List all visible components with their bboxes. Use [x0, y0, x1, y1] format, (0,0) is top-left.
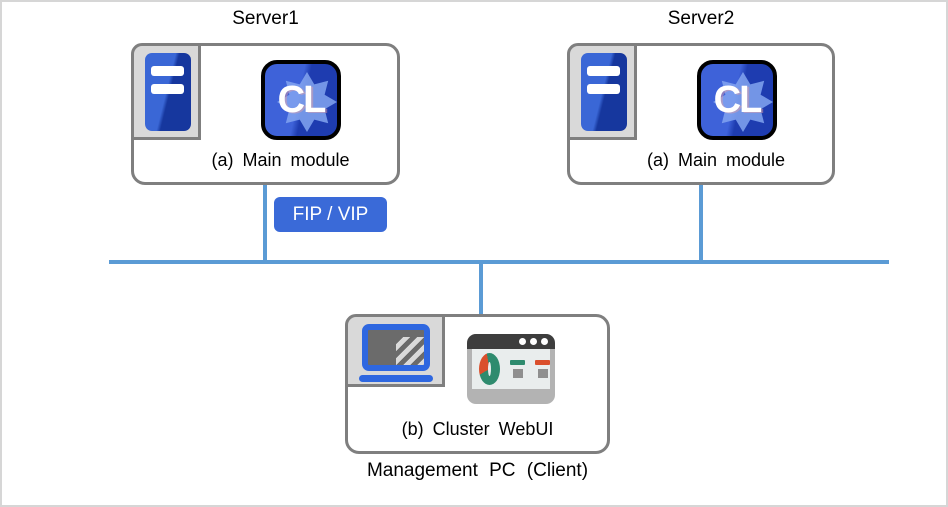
cl-icon-label: CL — [713, 78, 763, 121]
browser-titlebar — [467, 334, 555, 349]
gear-icon — [713, 72, 773, 132]
cl-app-icon: CL — [261, 60, 341, 140]
management-pc-module-label: (b) Cluster WebUI — [401, 419, 554, 439]
server1-module-label: (a) Main module — [211, 150, 350, 170]
laptop-icon — [359, 324, 433, 382]
management-pc-node: (b) Cluster WebUI — [345, 314, 610, 454]
server2-icon-cell — [567, 43, 637, 140]
gear-icon — [277, 72, 337, 132]
donut-chart-icon — [479, 353, 500, 385]
server1-icon-cell — [131, 43, 201, 140]
server-tower-icon — [581, 53, 627, 131]
server2-node: CL (a) Main module — [567, 43, 835, 185]
server-tower-icon — [145, 53, 191, 131]
window-dot-icon — [530, 338, 537, 345]
cl-app-icon: CL — [697, 60, 777, 140]
server2-module-label: (a) Main module — [646, 150, 786, 170]
server1-network-connector — [263, 185, 267, 262]
cl-icon-label: CL — [277, 78, 327, 121]
browser-content — [472, 349, 550, 389]
server2-network-connector — [699, 185, 703, 262]
browser-window-icon — [467, 334, 555, 404]
management-pc-network-connector — [479, 262, 483, 315]
window-dot-icon — [541, 338, 548, 345]
server1-title: Server1 — [232, 8, 299, 29]
chart-legend-item-teal — [510, 360, 525, 378]
network-line-horizontal — [109, 260, 889, 264]
window-dot-icon — [519, 338, 526, 345]
server2-title: Server2 — [667, 8, 735, 29]
management-pc-caption: Management PC (Client) — [366, 460, 589, 481]
fip-vip-badge: FIP / VIP — [274, 197, 387, 232]
management-pc-icon-cell — [345, 314, 445, 387]
chart-legend-item-red — [535, 360, 550, 378]
server1-node: CL (a) Main module — [131, 43, 400, 185]
